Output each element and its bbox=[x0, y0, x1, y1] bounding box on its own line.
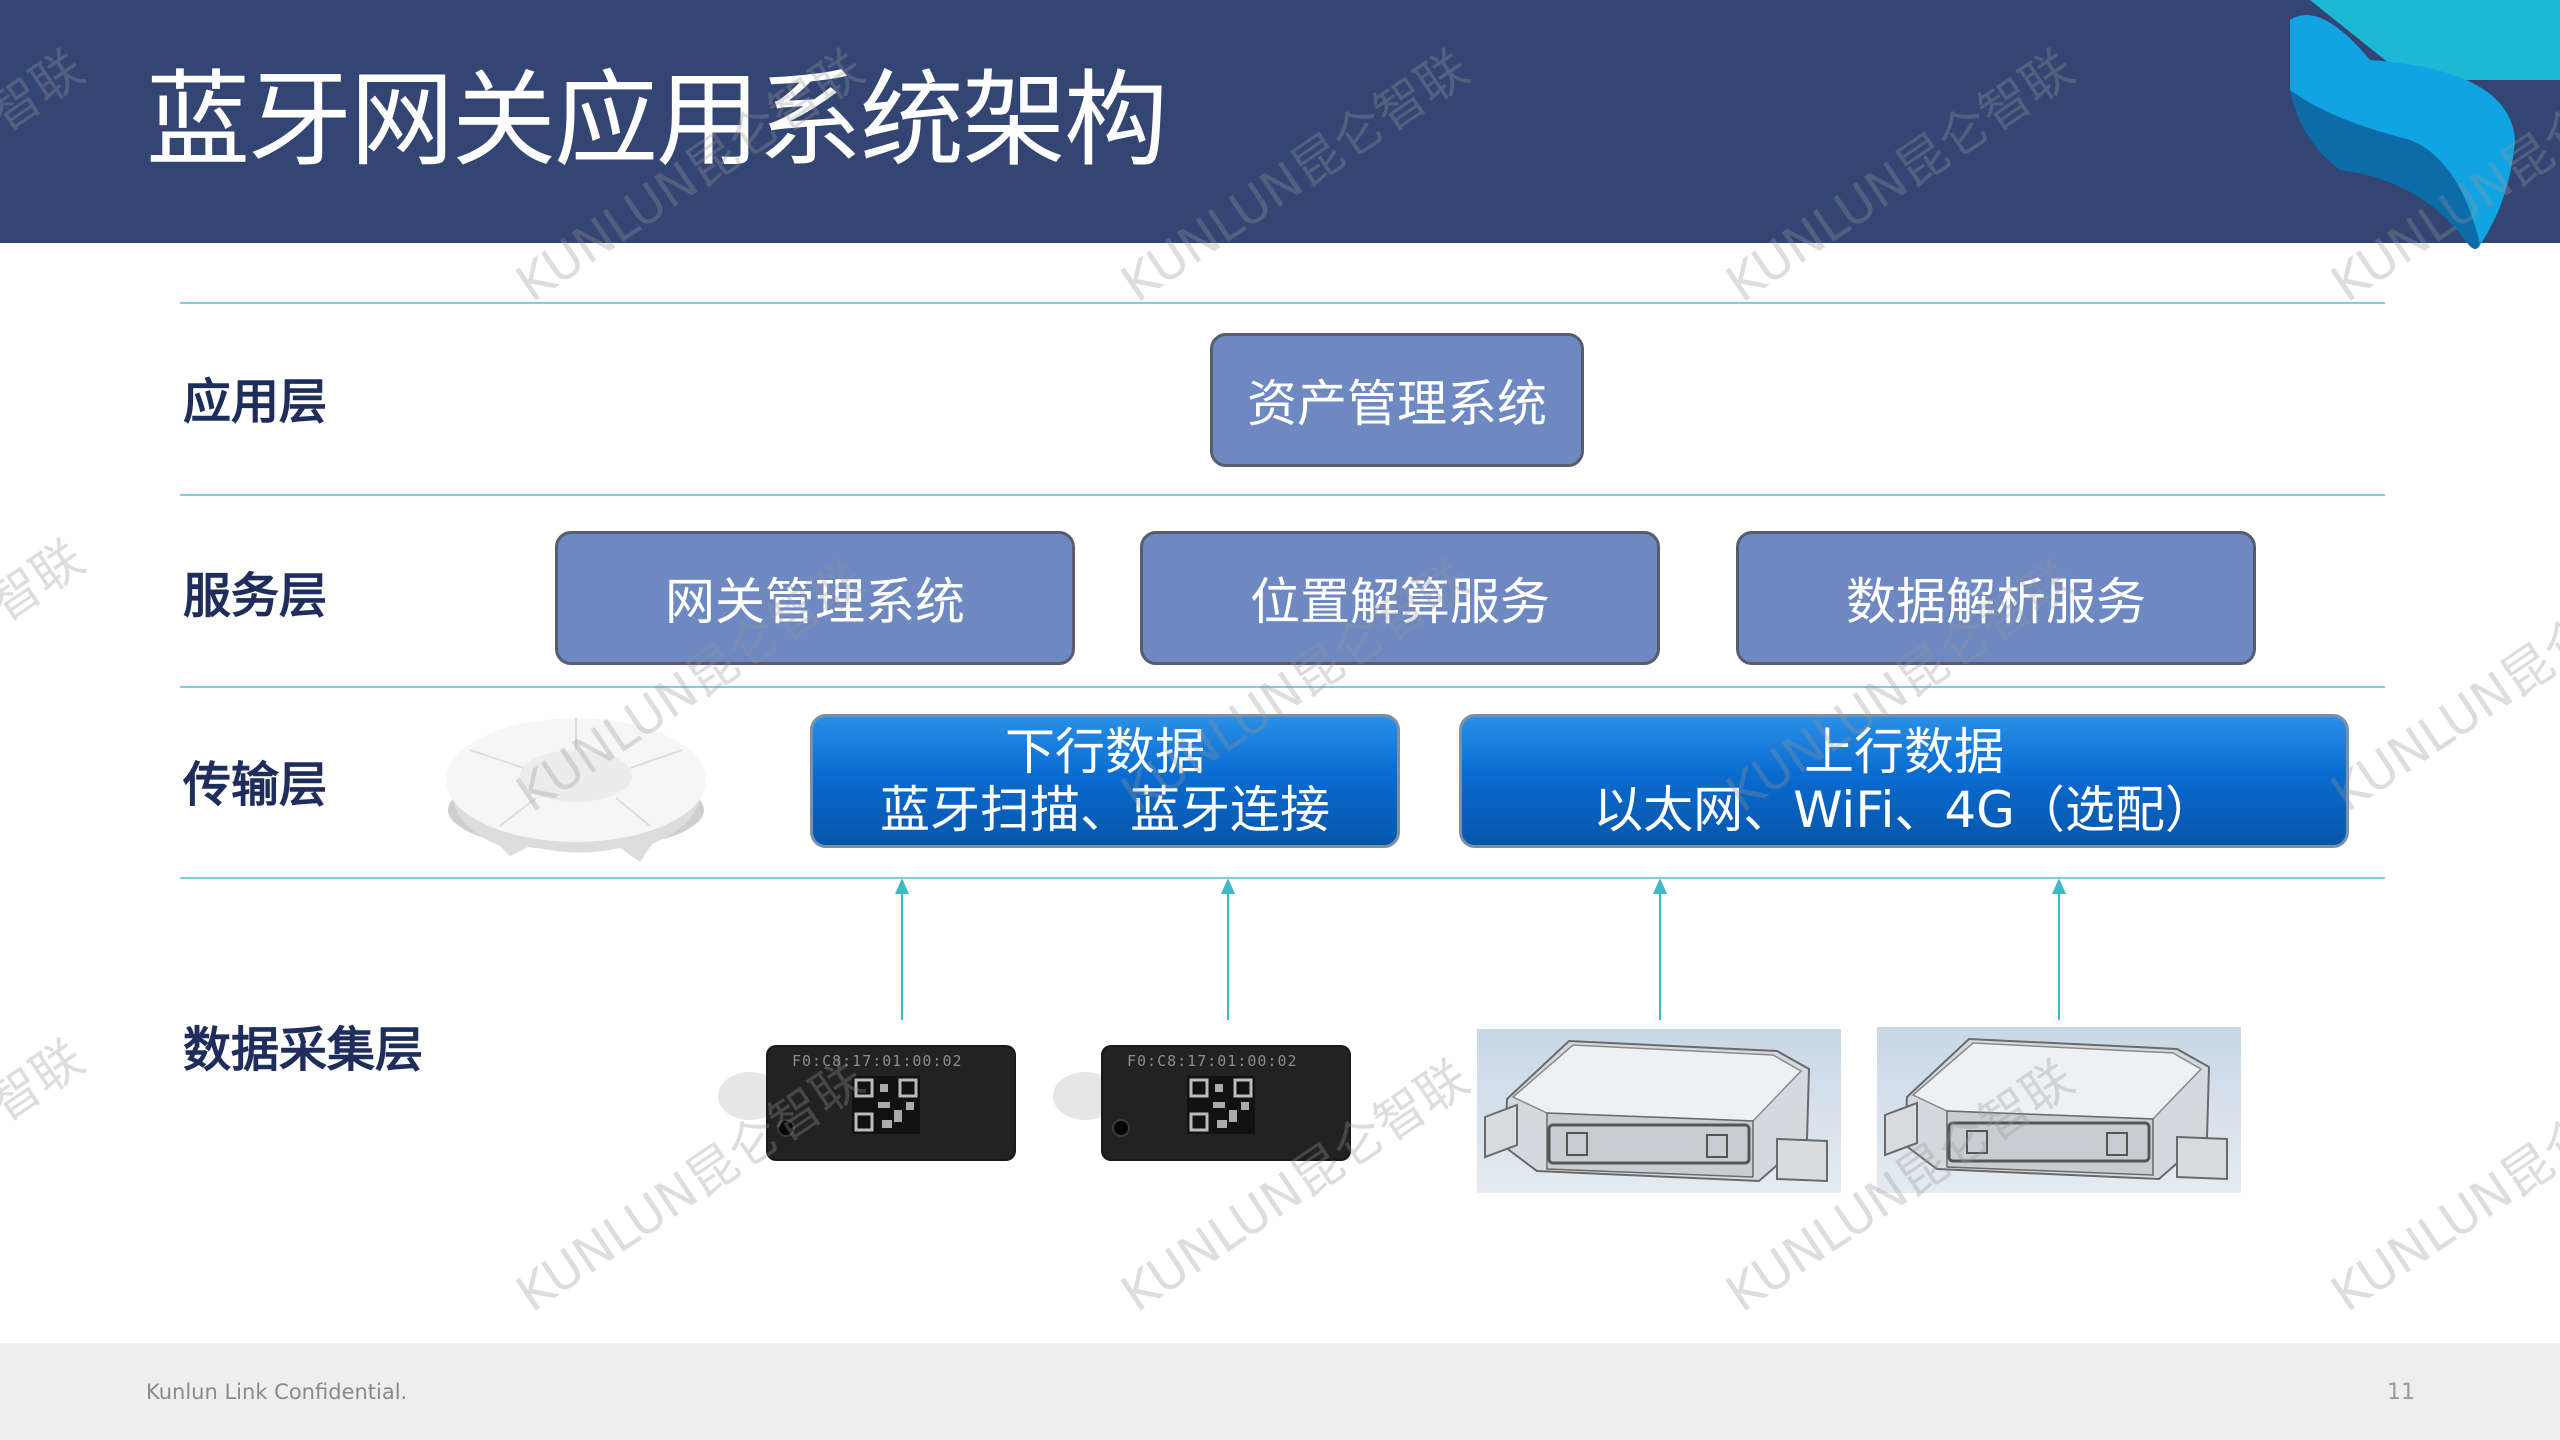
uplink-title: 上行数据 bbox=[1804, 723, 2004, 781]
watermark: KUNLUN昆仑智联 bbox=[0, 1028, 95, 1304]
layer-label-collection: 数据采集层 bbox=[183, 1022, 424, 1078]
layer-label-service: 服务层 bbox=[183, 568, 328, 624]
divider-line bbox=[180, 302, 2385, 304]
ribbon-decoration bbox=[2290, 0, 2560, 249]
location-calculation-box: 位置解算服务 bbox=[1140, 531, 1660, 665]
watermark: KUNLUN昆仑智联 bbox=[2321, 1048, 2560, 1324]
page-number: 11 bbox=[2387, 1380, 2415, 1405]
gateway-management-label: 网关管理系统 bbox=[665, 573, 965, 631]
data-parsing-box: 数据解析服务 bbox=[1736, 531, 2256, 665]
divider-line bbox=[180, 494, 2385, 496]
sensor-enclosure-illustration bbox=[1877, 1027, 2241, 1193]
ble-tag-illustration: F0:C8:17:01:00:02 bbox=[1045, 1040, 1355, 1170]
downlink-detail: 蓝牙扫描、蓝牙连接 bbox=[880, 781, 1330, 839]
arrow-up-icon bbox=[2052, 878, 2066, 1020]
page-title: 蓝牙网关应用系统架构 bbox=[146, 59, 1168, 181]
layer-label-application: 应用层 bbox=[183, 374, 328, 430]
confidential-note: Kunlun Link Confidential. bbox=[146, 1380, 408, 1404]
arrow-up-icon bbox=[895, 878, 909, 1020]
uplink-data-box: 上行数据 以太网、WiFi、4G（选配） bbox=[1459, 714, 2349, 848]
arrow-up-icon bbox=[1653, 878, 1667, 1020]
footer-bar bbox=[0, 1343, 2560, 1440]
downlink-title: 下行数据 bbox=[1005, 723, 1205, 781]
gateway-management-box: 网关管理系统 bbox=[555, 531, 1075, 665]
divider-line bbox=[180, 686, 2385, 688]
asset-management-box: 资产管理系统 bbox=[1210, 333, 1584, 467]
uplink-detail: 以太网、WiFi、4G（选配） bbox=[1593, 781, 2215, 839]
downlink-data-box: 下行数据 蓝牙扫描、蓝牙连接 bbox=[810, 714, 1400, 848]
data-parsing-label: 数据解析服务 bbox=[1846, 573, 2146, 631]
ble-tag-illustration: F0:C8:17:01:00:02 bbox=[710, 1040, 1020, 1170]
arrow-up-icon bbox=[1221, 878, 1235, 1020]
sensor-enclosure-illustration bbox=[1477, 1029, 1841, 1193]
divider-line bbox=[180, 877, 2385, 879]
layer-label-transport: 传输层 bbox=[183, 757, 328, 813]
location-calculation-label: 位置解算服务 bbox=[1250, 573, 1550, 631]
tag-mac-label: F0:C8:17:01:00:02 bbox=[792, 1052, 963, 1070]
gateway-device-illustration bbox=[446, 718, 706, 862]
asset-management-label: 资产管理系统 bbox=[1247, 375, 1547, 433]
tag-mac-label: F0:C8:17:01:00:02 bbox=[1127, 1052, 1298, 1070]
watermark: KUNLUN昆仑智联 bbox=[2321, 548, 2560, 824]
watermark: KUNLUN昆仑智联 bbox=[0, 528, 95, 804]
title-bar bbox=[0, 0, 2560, 243]
